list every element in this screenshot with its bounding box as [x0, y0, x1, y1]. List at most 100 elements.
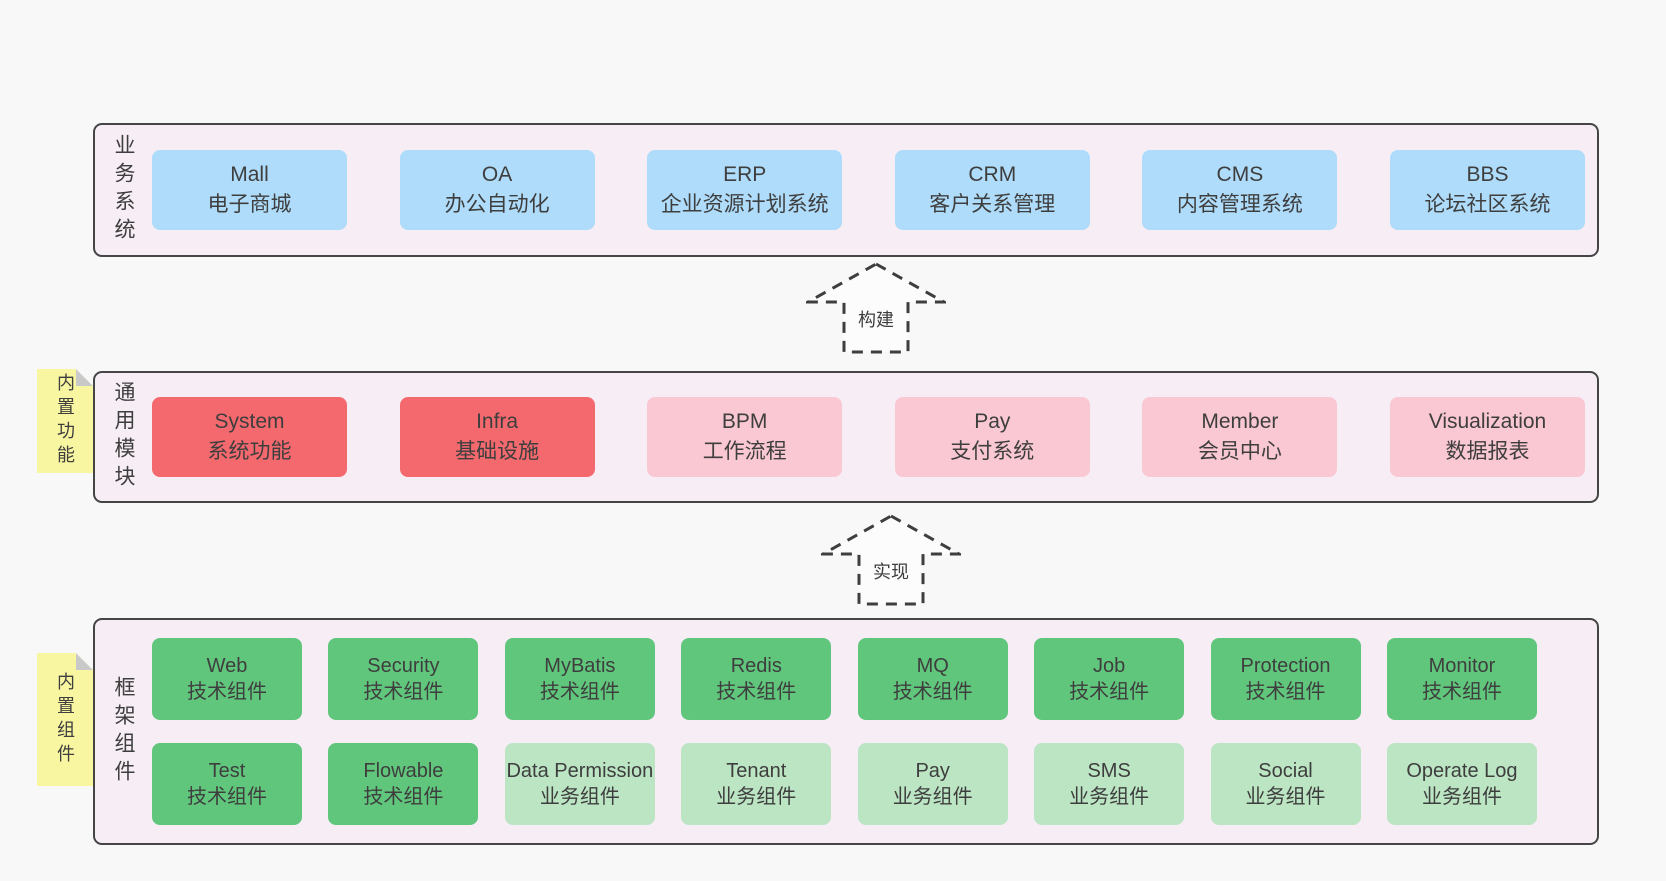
- box-name-text: Monitor: [1428, 654, 1496, 677]
- box-subtitle-text: 系统功能: [207, 440, 292, 463]
- box-pay-business: Pay 业务组件: [857, 743, 1008, 825]
- box-name-text: Pay: [974, 409, 1011, 433]
- box-name-text: Security: [367, 654, 440, 677]
- box-name-text: Redis: [730, 654, 782, 677]
- box-subtitle-text: 技术组件: [539, 681, 620, 703]
- box-subtitle-text: 技术组件: [892, 681, 973, 703]
- box-test: Test 技术组件: [152, 743, 302, 825]
- box-social: Social 业务组件: [1210, 743, 1361, 825]
- business-systems-gutter: 业务系统: [95, 125, 152, 255]
- box-bbs: BBS 论坛社区系统: [1389, 150, 1585, 230]
- box-subtitle-text: 支付系统: [950, 440, 1035, 463]
- framework-components-row-1: Web 技术组件 Security 技术组件 MyBatis 技术组件 Redi…: [152, 638, 1537, 720]
- builtin-functions-label: 内置功能: [55, 373, 75, 469]
- box-name-text: Infra: [476, 409, 519, 433]
- box-subtitle-text: 业务组件: [1421, 786, 1502, 808]
- box-name-text: Protection: [1240, 654, 1331, 677]
- build-arrow: 构建: [806, 262, 946, 354]
- box-name-text: MQ: [916, 654, 949, 677]
- business-systems-layer: 业务系统 Mall 电子商城 OA 办公自动化 ERP 企业资源计划系统 CRM…: [93, 123, 1599, 257]
- box-flowable: Flowable 技术组件: [328, 743, 479, 825]
- box-subtitle-text: 技术组件: [1421, 681, 1502, 703]
- box-subtitle-text: 业务组件: [1069, 786, 1150, 808]
- box-name-text: SMS: [1087, 759, 1131, 782]
- box-data-permission: Data Permission 业务组件: [504, 743, 655, 825]
- folded-corner-icon: [76, 653, 93, 670]
- box-name-text: Tenant: [726, 759, 787, 782]
- builtin-functions-sticky-note: 内置功能: [37, 369, 93, 473]
- implement-arrow-label: 实现: [870, 558, 912, 584]
- box-subtitle-text: 办公自动化: [444, 193, 550, 216]
- framework-components-row-2: Test 技术组件 Flowable 技术组件 Data Permission …: [152, 743, 1537, 825]
- common-modules-layer: 通用模块 System 系统功能 Infra 基础设施 BPM 工作流程 Pay…: [93, 371, 1599, 503]
- box-subtitle-text: 业务组件: [539, 786, 620, 808]
- box-subtitle-text: 内容管理系统: [1176, 193, 1303, 216]
- box-subtitle-text: 电子商城: [207, 193, 292, 216]
- box-name-text: Mall: [230, 162, 269, 186]
- folded-corner-icon: [76, 369, 93, 386]
- box-name-text: Data Permission: [506, 759, 654, 782]
- box-subtitle-text: 基础设施: [455, 440, 540, 463]
- box-name-text: OA: [481, 162, 513, 186]
- box-visualization: Visualization 数据报表: [1389, 397, 1585, 477]
- box-oa: OA 办公自动化: [399, 150, 595, 230]
- framework-components-layer: 框架组件 Web 技术组件 Security 技术组件 MyBatis 技术组件…: [93, 618, 1599, 845]
- implement-arrow: 实现: [821, 514, 961, 606]
- box-redis: Redis 技术组件: [681, 638, 832, 720]
- builtin-components-label: 内置组件: [55, 671, 75, 768]
- box-erp: ERP 企业资源计划系统: [647, 150, 843, 230]
- box-job: Job 技术组件: [1034, 638, 1185, 720]
- box-name-text: Social: [1258, 759, 1313, 782]
- box-name-text: CMS: [1216, 162, 1264, 186]
- framework-components-label: 框架组件: [112, 675, 135, 788]
- box-sms: SMS 业务组件: [1034, 743, 1185, 825]
- box-infra: Infra 基础设施: [399, 397, 595, 477]
- box-name-text: Web: [206, 654, 248, 677]
- box-name-text: Pay: [915, 759, 950, 782]
- box-name-text: Member: [1201, 409, 1279, 433]
- box-subtitle-text: 技术组件: [1245, 681, 1326, 703]
- box-tenant: Tenant 业务组件: [681, 743, 832, 825]
- common-modules-row: System 系统功能 Infra 基础设施 BPM 工作流程 Pay 支付系统…: [152, 397, 1585, 477]
- business-systems-label: 业务系统: [112, 134, 135, 246]
- box-name-text: Operate Log: [1406, 759, 1518, 782]
- build-arrow-label: 构建: [855, 306, 897, 332]
- box-protection: Protection 技术组件: [1210, 638, 1361, 720]
- common-modules-label: 通用模块: [112, 381, 135, 493]
- box-subtitle-text: 技术组件: [363, 681, 444, 703]
- box-member: Member 会员中心: [1142, 397, 1338, 477]
- business-systems-row: Mall 电子商城 OA 办公自动化 ERP 企业资源计划系统 CRM 客户关系…: [152, 150, 1585, 230]
- box-mq: MQ 技术组件: [857, 638, 1008, 720]
- box-name-text: Job: [1092, 654, 1126, 677]
- box-mybatis: MyBatis 技术组件: [504, 638, 655, 720]
- box-name-text: System: [214, 409, 285, 433]
- box-subtitle-text: 技术组件: [187, 681, 267, 703]
- box-web: Web 技术组件: [152, 638, 302, 720]
- box-name-text: BBS: [1466, 162, 1509, 186]
- box-pay: Pay 支付系统: [894, 397, 1090, 477]
- box-operate-log: Operate Log 业务组件: [1386, 743, 1537, 825]
- box-name-text: Test: [208, 759, 246, 782]
- box-name-text: BPM: [721, 409, 768, 433]
- box-subtitle-text: 技术组件: [363, 786, 444, 808]
- box-security: Security 技术组件: [328, 638, 479, 720]
- box-subtitle-text: 业务组件: [716, 786, 797, 808]
- box-subtitle-text: 业务组件: [892, 786, 973, 808]
- box-system: System 系统功能: [152, 397, 347, 477]
- box-subtitle-text: 工作流程: [702, 440, 787, 463]
- common-modules-gutter: 通用模块: [95, 373, 152, 501]
- box-crm: CRM 客户关系管理: [894, 150, 1090, 230]
- box-subtitle-text: 客户关系管理: [929, 193, 1056, 216]
- box-subtitle-text: 业务组件: [1245, 786, 1326, 808]
- box-subtitle-text: 会员中心: [1197, 440, 1282, 463]
- box-subtitle-text: 技术组件: [716, 681, 797, 703]
- builtin-components-sticky-note: 内置组件: [37, 653, 93, 786]
- box-subtitle-text: 数据报表: [1445, 440, 1530, 463]
- box-name-text: MyBatis: [544, 654, 616, 677]
- box-subtitle-text: 技术组件: [187, 786, 267, 808]
- box-cms: CMS 内容管理系统: [1142, 150, 1338, 230]
- box-name-text: CRM: [968, 162, 1017, 186]
- box-name-text: Flowable: [363, 759, 444, 782]
- box-subtitle-text: 企业资源计划系统: [660, 193, 829, 216]
- box-subtitle-text: 技术组件: [1069, 681, 1150, 703]
